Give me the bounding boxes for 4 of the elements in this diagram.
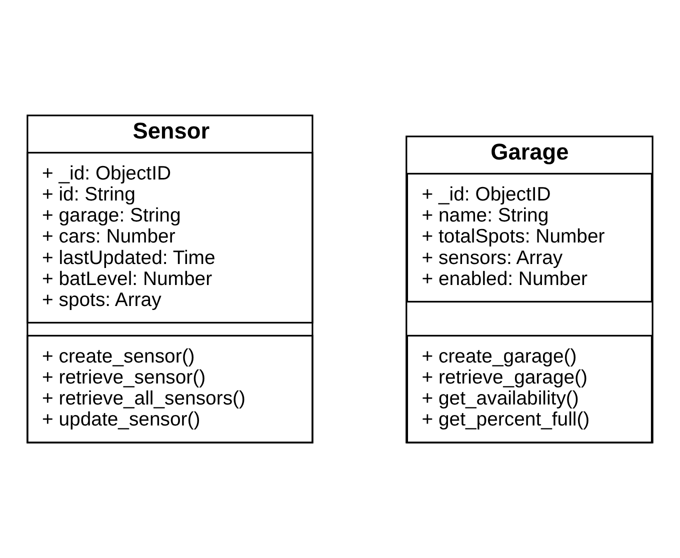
- node-box: + create_sensor() + retrieve_sensor() + retrieve_all_sensors() + update_sensor(): [26, 334, 314, 444]
- node-box: + _id: ObjectID + id: String + garage: String + cars: Number + lastUpdated: Time + batLevel: Number + spots: Array: [26, 152, 314, 324]
- node-box: + create_garage() + retrieve_garage() + get_availability() + get_percent_full(): [406, 334, 653, 444]
- node-box: + _id: ObjectID + name: String + totalSpots: Number + sensors: Array + enabled: Number: [406, 172, 653, 302]
